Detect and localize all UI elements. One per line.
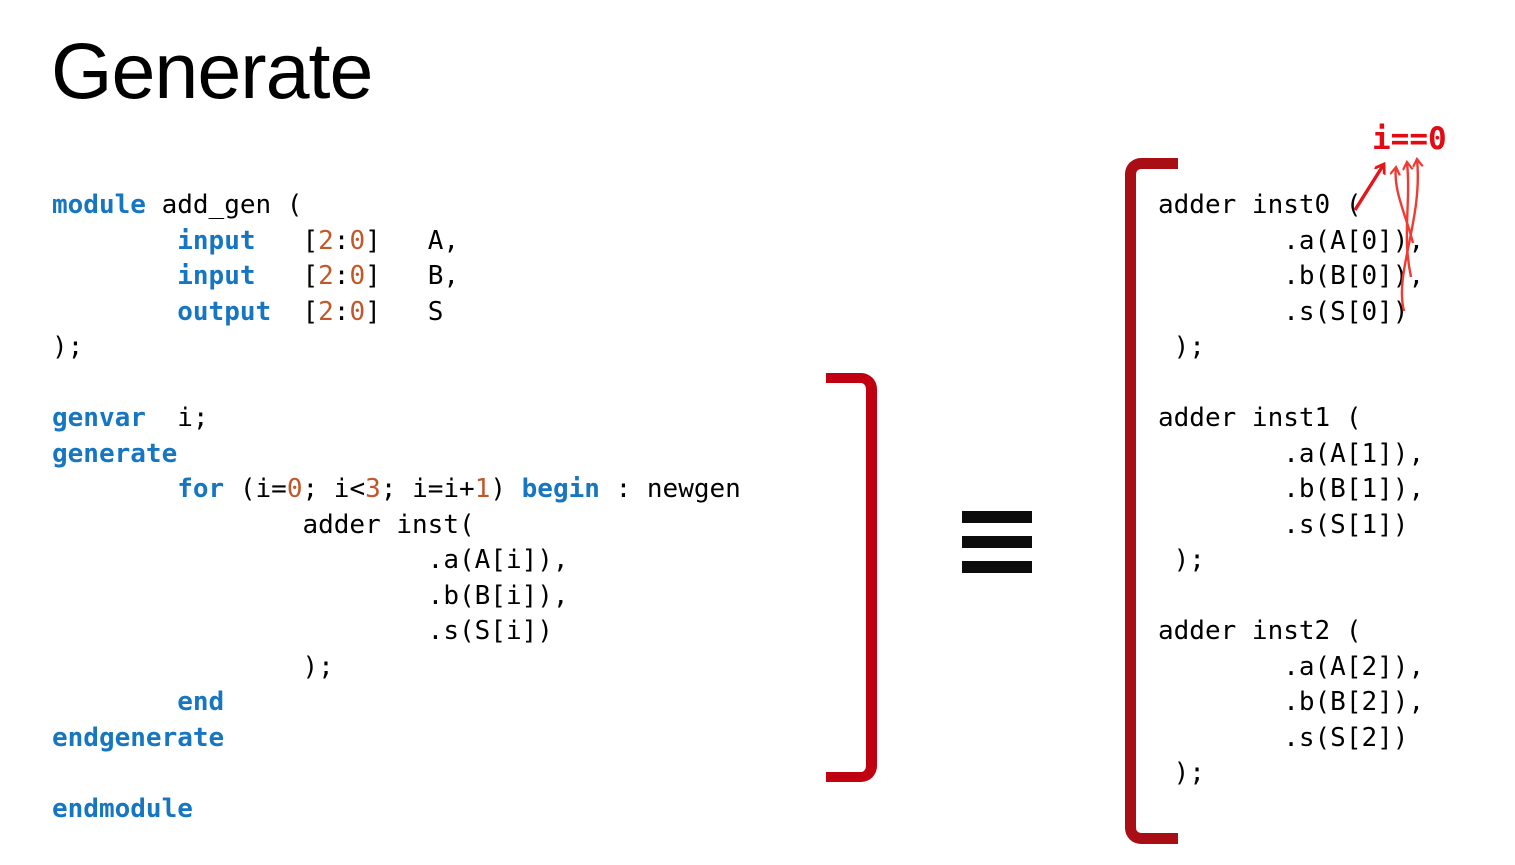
code-line: .s(S[i]) [52, 616, 553, 646]
verilog-generate-source-code: module add_gen ( input [2:0] A, input [2… [52, 188, 741, 827]
code-line: ); [1158, 332, 1205, 362]
code-line: .s(S[1]) [1158, 509, 1409, 540]
equivalence-bar [962, 561, 1032, 573]
code-line: genvar i; [52, 403, 209, 433]
code-line: .b(B[2]), [1158, 687, 1425, 717]
equivalence-icon [962, 511, 1032, 573]
code-line: .b(B[1]), [1158, 474, 1425, 504]
code-line: end [177, 687, 225, 717]
code-line [1158, 366, 1424, 402]
code-line: adder inst0 ( [1158, 190, 1362, 220]
code-line: module add_gen ( [52, 190, 303, 220]
code-line [52, 366, 741, 402]
code-line: ); [52, 651, 334, 682]
code-line: .a(A[i]), [52, 545, 569, 575]
code-line: generate [52, 438, 178, 469]
code-line: adder inst( [52, 509, 475, 540]
code-line: .s(S[0]) [1158, 296, 1409, 327]
code-line: input [2:0] B, [177, 261, 460, 291]
code-line: .a(A[1]), [1158, 438, 1425, 469]
verilog-expanded-instances-code: adder inst0 ( .a(A[0]), .b(B[0]), .s(S[0… [1158, 188, 1424, 792]
code-line: .b(B[i]), [52, 580, 569, 611]
code-line [1158, 579, 1424, 615]
code-line: output [2:0] S [177, 296, 444, 327]
code-line: .b(B[0]), [1158, 261, 1425, 291]
annotation-i-equals-0: i==0 [1372, 121, 1447, 157]
code-line: ); [1158, 545, 1205, 575]
left-group-bracket [826, 373, 877, 782]
code-line: ); [52, 332, 84, 362]
code-line [52, 756, 741, 792]
code-line: .a(A[0]), [1158, 225, 1425, 256]
code-line: .s(S[2]) [1158, 722, 1409, 753]
code-line: input [2:0] A, [177, 225, 460, 256]
code-line: for (i=0; i<3; i=i+1) begin : newgen [177, 474, 741, 504]
equivalence-bar [962, 511, 1032, 523]
code-line: adder inst1 ( [1158, 403, 1362, 433]
code-line: endgenerate [52, 722, 225, 753]
code-line: adder inst2 ( [1158, 616, 1362, 646]
page-title: Generate [51, 26, 373, 115]
right-group-bracket [1125, 158, 1178, 844]
equivalence-bar [962, 536, 1032, 548]
code-line: endmodule [52, 793, 193, 824]
code-line: ); [1158, 758, 1205, 788]
code-line: .a(A[2]), [1158, 651, 1425, 682]
